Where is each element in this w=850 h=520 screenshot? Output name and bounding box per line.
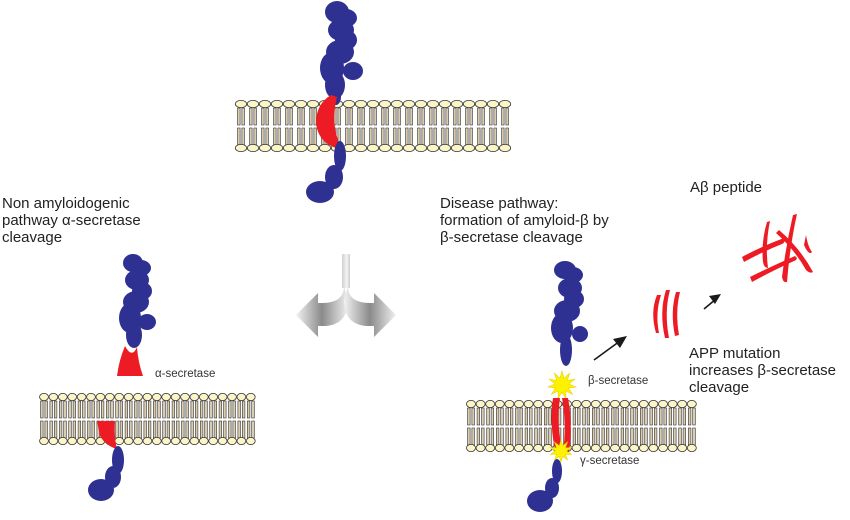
lipid <box>600 399 611 452</box>
lipid <box>494 399 505 452</box>
lipid <box>161 392 172 445</box>
lipid <box>581 399 592 452</box>
lipid <box>590 399 601 452</box>
gamma-secretase-label: γ-secretase <box>580 455 640 467</box>
app-soluble-fragment-alpha <box>117 254 156 376</box>
abeta-peptide-label: Aβ peptide <box>690 179 763 196</box>
lipid <box>542 399 553 452</box>
lipid <box>475 399 486 452</box>
lipid-bilayer-top <box>234 100 512 152</box>
lipid <box>180 392 190 445</box>
lipid <box>208 392 219 445</box>
lipid <box>246 100 260 152</box>
lipid <box>282 100 296 152</box>
abeta-monomers <box>653 290 680 338</box>
lipid <box>485 399 496 452</box>
lipid-bilayer-left <box>39 392 256 445</box>
lipid <box>366 100 380 152</box>
lipid <box>378 100 392 152</box>
lipid <box>236 392 247 445</box>
abeta-in-membrane <box>551 398 571 454</box>
lipid <box>474 100 488 152</box>
lipid <box>234 100 248 152</box>
lipid <box>199 392 209 445</box>
lipid <box>48 392 59 445</box>
app-intracellular-domain <box>306 141 346 203</box>
lipid <box>354 100 368 152</box>
lipid <box>189 392 200 445</box>
lipid <box>648 399 659 452</box>
lipid <box>438 100 452 152</box>
lipid <box>258 100 272 152</box>
app-soluble-fragment-beta <box>551 261 588 366</box>
gamma-secretase-star-icon <box>549 438 573 464</box>
lipid <box>498 100 512 152</box>
lipid <box>619 399 630 452</box>
beta-secretase-star-icon <box>546 369 578 400</box>
lipid <box>306 100 320 152</box>
app-protein-intact <box>306 1 363 203</box>
non-amyloidogenic-pathway-label: Non amyloidogenic pathway α-secretase cl… <box>2 195 141 246</box>
lipid <box>86 392 96 445</box>
lipid <box>294 100 308 152</box>
lipid <box>67 392 77 445</box>
alpha-secretase-fragment <box>117 346 143 376</box>
lipid <box>123 392 134 445</box>
lipid <box>217 392 228 445</box>
beta-secretase-label: β-secretase <box>588 375 649 387</box>
lipid <box>152 392 162 445</box>
lipid <box>76 392 87 445</box>
lipid <box>504 399 515 452</box>
disease-pathway-label: Disease pathway: formation of amyloid-β … <box>440 195 609 246</box>
app-extracellular-domain <box>320 1 363 105</box>
lipid <box>486 100 500 152</box>
branching-arrow-icon <box>296 254 396 337</box>
lipid <box>667 399 678 452</box>
lipid <box>523 399 534 452</box>
release-arrow-1 <box>593 336 627 361</box>
lipid <box>466 399 476 452</box>
lipid-bilayer-right <box>466 399 697 452</box>
lipid <box>342 100 356 152</box>
lipid <box>114 392 124 445</box>
lipid <box>610 399 620 452</box>
app-mutation-label: APP mutation increases β-secretase cleav… <box>689 345 837 396</box>
lipid <box>514 399 524 452</box>
lipid <box>677 399 688 452</box>
app-intracellular-domain-beta <box>527 459 562 512</box>
lipid <box>270 100 284 152</box>
aggregation-arrow-2 <box>703 294 721 310</box>
lipid <box>246 392 256 445</box>
lipid <box>142 392 153 445</box>
lipid <box>658 399 668 452</box>
lipid <box>133 392 143 445</box>
lipid <box>57 392 68 445</box>
app-transmembrane-fragment <box>316 95 341 148</box>
lipid <box>414 100 428 152</box>
lipid <box>629 399 640 452</box>
lipid <box>402 100 416 152</box>
lipid <box>426 100 440 152</box>
lipid <box>462 100 476 152</box>
lipid <box>533 399 544 452</box>
lipid <box>638 399 649 452</box>
lipid <box>571 399 582 452</box>
lipid <box>390 100 404 152</box>
abeta-fibril <box>742 214 813 283</box>
lipid <box>686 399 697 452</box>
lipid <box>39 392 49 445</box>
lipid <box>227 392 237 445</box>
app-membrane-stub-alpha <box>88 421 124 501</box>
lipid <box>170 392 181 445</box>
lipid <box>450 100 464 152</box>
alpha-secretase-label: α-secretase <box>155 368 216 380</box>
